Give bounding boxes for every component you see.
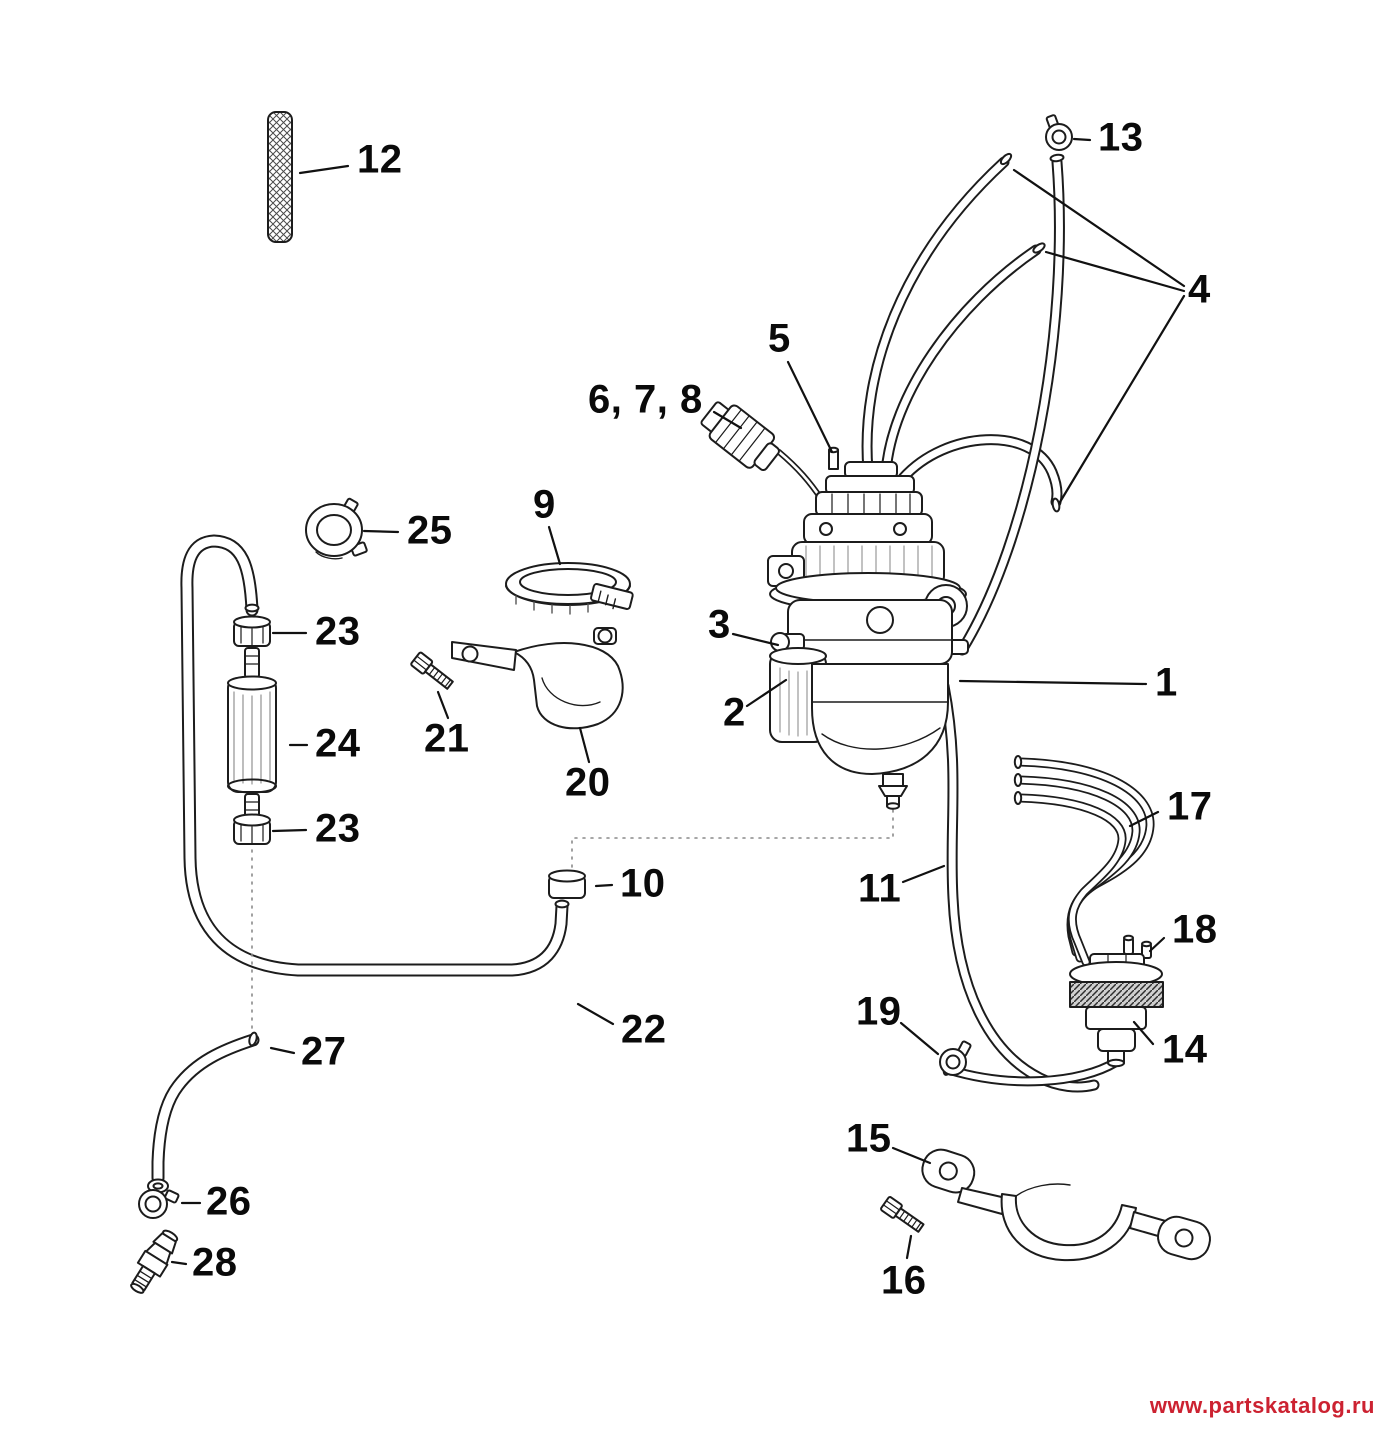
callout-13: 13 (1098, 115, 1144, 160)
clamp-26 (138, 1189, 180, 1219)
callout-26: 26 (206, 1179, 252, 1224)
fuel-filter-assembly (227, 615, 277, 845)
hose-22 (180, 534, 570, 977)
pressure-sensor-14 (1069, 934, 1164, 1068)
callout-23-lower: 23 (315, 806, 361, 851)
clamp-13 (1045, 114, 1073, 151)
callout-9: 9 (533, 482, 556, 527)
callout-2: 2 (723, 690, 746, 735)
callout-25: 25 (407, 508, 453, 553)
callout-28: 28 (192, 1240, 238, 1285)
watermark: www.partskatalog.ru (1149, 1393, 1375, 1418)
callout-19: 19 (856, 989, 902, 1034)
cap-23-lower (233, 813, 271, 845)
callout-22: 22 (621, 1007, 667, 1052)
callout-12: 12 (357, 137, 403, 182)
bolt-16 (880, 1196, 925, 1233)
fitting-28 (130, 1229, 179, 1294)
braided-tube-12 (267, 111, 293, 243)
callout-14: 14 (1162, 1027, 1208, 1072)
clamp-9 (505, 562, 634, 615)
filter-24 (227, 675, 277, 794)
hose-group-17 (1013, 755, 1155, 967)
callout-4: 4 (1188, 267, 1211, 312)
callout-23-upper: 23 (315, 609, 361, 654)
callout-5: 5 (768, 316, 791, 361)
hose-group-4 (861, 152, 1065, 656)
callout-27: 27 (301, 1029, 347, 1074)
callout-3: 3 (708, 602, 731, 647)
callout-24: 24 (315, 721, 361, 766)
cap-23-upper (233, 615, 271, 647)
bolt-21 (410, 651, 454, 690)
hose-27 (147, 1031, 260, 1194)
callout-16: 16 (881, 1258, 927, 1303)
callout-11: 11 (858, 866, 902, 911)
clamp-25 (305, 497, 368, 560)
connector-6-7-8 (700, 401, 825, 503)
bracket-15 (921, 1148, 1211, 1262)
callout-21: 21 (424, 716, 470, 761)
construction-lines (251, 809, 894, 1033)
callout-15: 15 (846, 1116, 892, 1161)
terminals-18 (1123, 934, 1152, 959)
callout-17: 17 (1167, 784, 1213, 829)
callout-6-7-8: 6, 7, 8 (588, 377, 703, 422)
clamp-19 (939, 1040, 972, 1076)
bracket-20 (451, 627, 624, 730)
callout-10: 10 (620, 861, 666, 906)
callout-20: 20 (565, 760, 611, 805)
cap-10 (548, 869, 586, 899)
callout-1: 1 (1155, 660, 1178, 705)
callout-18: 18 (1172, 907, 1218, 952)
leader-lines (170, 137, 1186, 1266)
fuel-pump-assembly-1 (700, 401, 969, 810)
